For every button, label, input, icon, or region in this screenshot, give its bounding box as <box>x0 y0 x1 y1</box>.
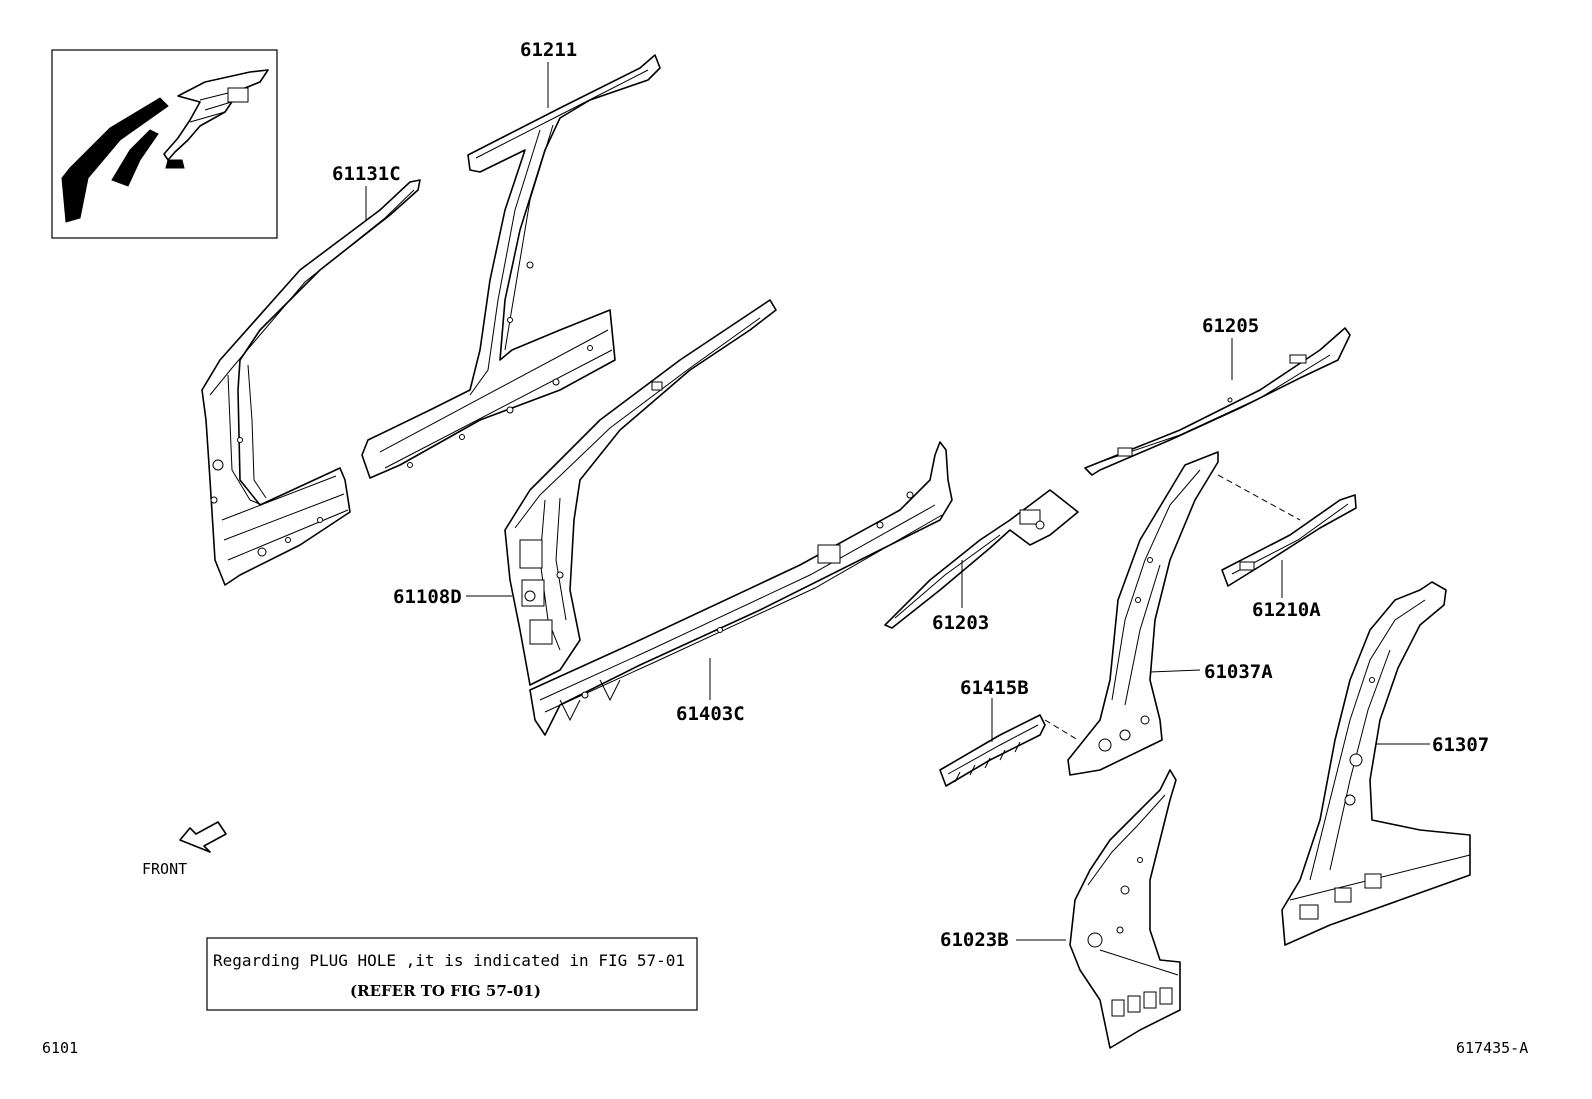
part-61210A[interactable] <box>1221 494 1357 587</box>
part-61307[interactable] <box>1281 581 1471 946</box>
page-code-left: 6101 <box>42 1039 78 1057</box>
note-line-1: Regarding PLUG HOLE ,it is indicated in … <box>213 951 685 970</box>
part-61131C[interactable] <box>201 179 421 586</box>
part-61403C[interactable] <box>529 441 953 736</box>
alignment-lines <box>1044 474 1301 741</box>
inset-overview <box>51 49 278 239</box>
part-61108D[interactable] <box>504 299 777 686</box>
label-61415B[interactable]: 61415B <box>960 677 1029 699</box>
part-61023B[interactable] <box>1069 769 1181 1049</box>
part-61205[interactable] <box>1084 327 1351 476</box>
page-code-right: 617435-A <box>1456 1039 1528 1057</box>
part-61211[interactable] <box>361 54 661 479</box>
part-61203[interactable] <box>884 489 1079 629</box>
part-61037A[interactable] <box>1067 451 1219 776</box>
label-61131C[interactable]: 61131C <box>332 163 401 185</box>
label-61211[interactable]: 61211 <box>520 39 577 61</box>
note-line-2: (REFER TO FIG 57-01) <box>350 982 541 1000</box>
front-label: FRONT <box>142 860 187 878</box>
label-61023B[interactable]: 61023B <box>940 929 1009 951</box>
label-61037A[interactable]: 61037A <box>1204 661 1273 683</box>
label-61210A[interactable]: 61210A <box>1252 599 1321 621</box>
label-61403C[interactable]: 61403C <box>676 703 745 725</box>
part-labels: 61211 61131C 61205 61108D 61203 61210A 6… <box>332 39 1489 951</box>
leader-lines <box>365 62 1430 941</box>
front-arrow: FRONT <box>142 821 227 878</box>
note-box: Regarding PLUG HOLE ,it is indicated in … <box>206 937 698 1011</box>
label-61205[interactable]: 61205 <box>1202 315 1259 337</box>
part-61415B[interactable] <box>939 714 1046 787</box>
label-61307[interactable]: 61307 <box>1432 734 1489 756</box>
front-arrow-icon <box>179 821 227 853</box>
label-61203[interactable]: 61203 <box>932 612 989 634</box>
label-61108D[interactable]: 61108D <box>393 586 462 608</box>
